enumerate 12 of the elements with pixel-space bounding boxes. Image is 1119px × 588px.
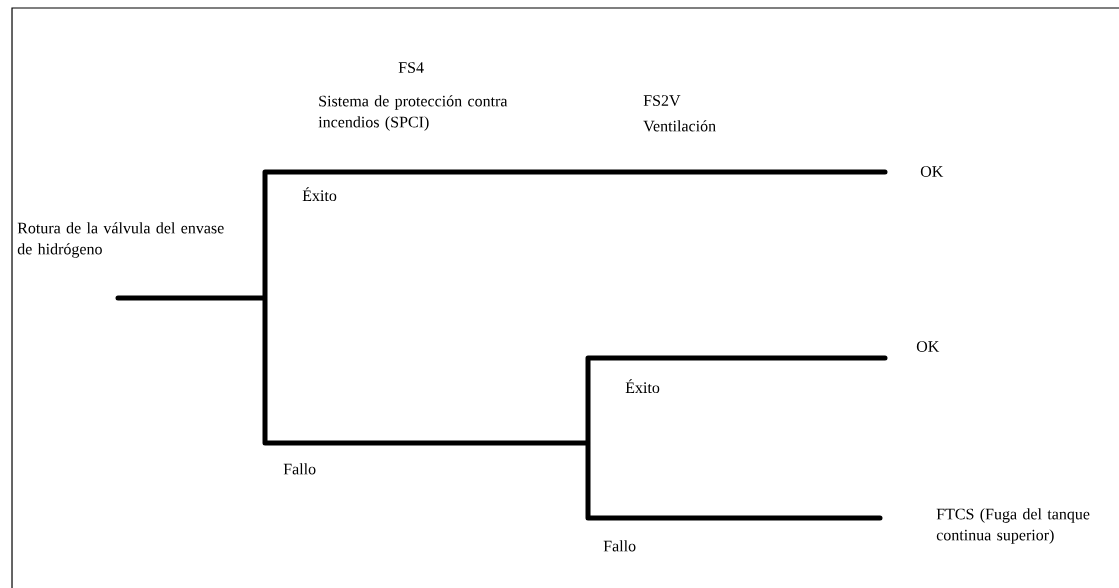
branch-label: Fallo (603, 540, 636, 552)
column-heading: Sistema de protección contra incendios (SPCI) (318, 95, 508, 131)
column-heading: Ventilación (643, 120, 716, 132)
branch-label: Éxito (302, 187, 337, 202)
column-heading: FS2V (643, 95, 681, 106)
outcome-label: OK (916, 341, 940, 352)
branch-label: Éxito (625, 379, 660, 394)
event-label: Rotura de la válvula del envase de hidrógeno (17, 222, 224, 258)
outcome-label: OK (920, 166, 944, 177)
branch-label: Fallo (283, 463, 316, 475)
outcome-label: FTCS (Fuga del tanque continua superior) (936, 508, 1090, 544)
column-heading: FS4 (398, 62, 424, 73)
